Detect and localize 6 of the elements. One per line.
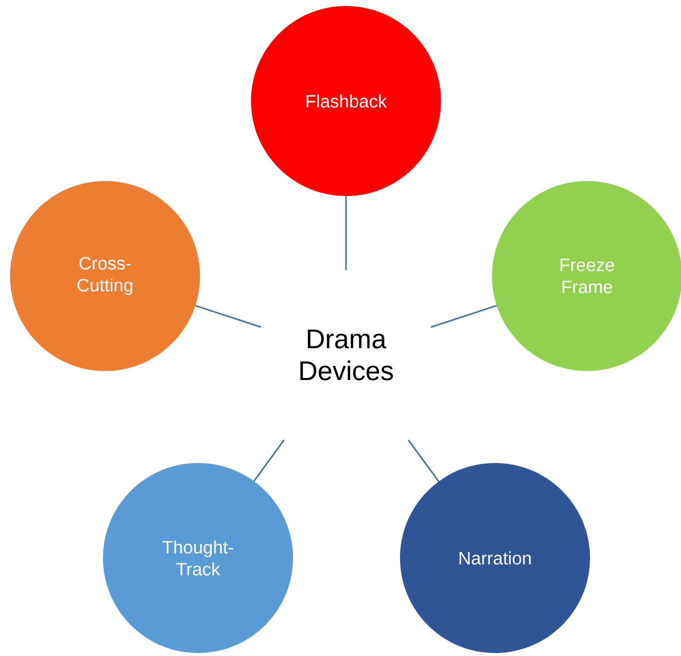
connector-line xyxy=(430,304,497,328)
center-title: Drama Devices xyxy=(300,330,393,380)
connector-line xyxy=(253,440,285,482)
connector-line xyxy=(408,440,440,482)
connector-line xyxy=(345,196,347,270)
connector-line xyxy=(195,304,262,328)
